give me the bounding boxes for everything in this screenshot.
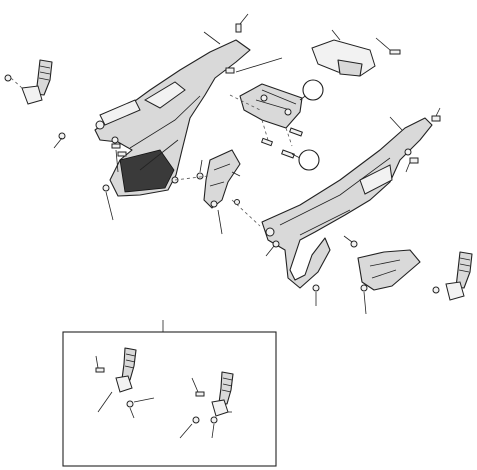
bolt-part [431,115,441,122]
nut-part [272,240,280,248]
right-rail-part-3 [261,117,433,289]
kit-left-footrest [95,347,137,408]
nut-part [102,184,110,192]
bolt-part [235,23,242,33]
right-footrest-part [432,251,473,301]
washer-part [196,172,204,180]
leader-lines [53,13,441,439]
nut-part [58,132,66,140]
cover-part-20 [311,39,401,77]
bolt-part [117,151,127,157]
callout [298,149,320,171]
kit-right-footrest [192,371,234,424]
kit-9-box [62,331,277,467]
bracket-part-7 [203,149,241,209]
callout [302,79,324,101]
assembly-line [174,94,261,227]
bolt-part [409,157,419,164]
bolt-part [111,143,121,149]
bracket-part-1 [239,83,303,147]
rear-subframe-part [94,39,251,197]
washer-part [350,240,358,248]
nut-part [312,284,320,292]
left-footrest-part [4,59,53,105]
bolts-part-2 [260,127,303,159]
right-footrest-bracket-part-5 [357,249,421,292]
bolt-part [225,67,235,74]
